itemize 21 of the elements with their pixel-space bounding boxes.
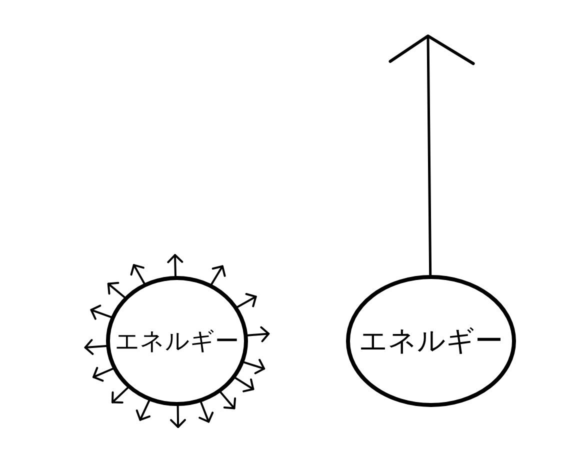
arrow <box>243 358 266 374</box>
node-label: エネルギー <box>359 326 503 356</box>
arrow <box>236 293 257 308</box>
arrow <box>130 264 146 284</box>
arrow <box>136 400 151 421</box>
arrow <box>90 304 112 320</box>
arrow <box>92 366 114 382</box>
arrow <box>84 339 108 355</box>
arrow <box>167 254 184 278</box>
arrow <box>388 34 475 276</box>
arrow <box>210 265 226 286</box>
arrow <box>170 405 186 428</box>
arrow <box>107 282 126 298</box>
arrow <box>198 401 214 423</box>
node-label: エネルギー <box>115 328 239 354</box>
arrow <box>220 391 236 410</box>
circle-node <box>106 276 248 406</box>
ellipse-node <box>346 275 516 407</box>
arrow <box>246 326 270 342</box>
arrow <box>112 386 129 404</box>
arrow <box>234 376 254 392</box>
